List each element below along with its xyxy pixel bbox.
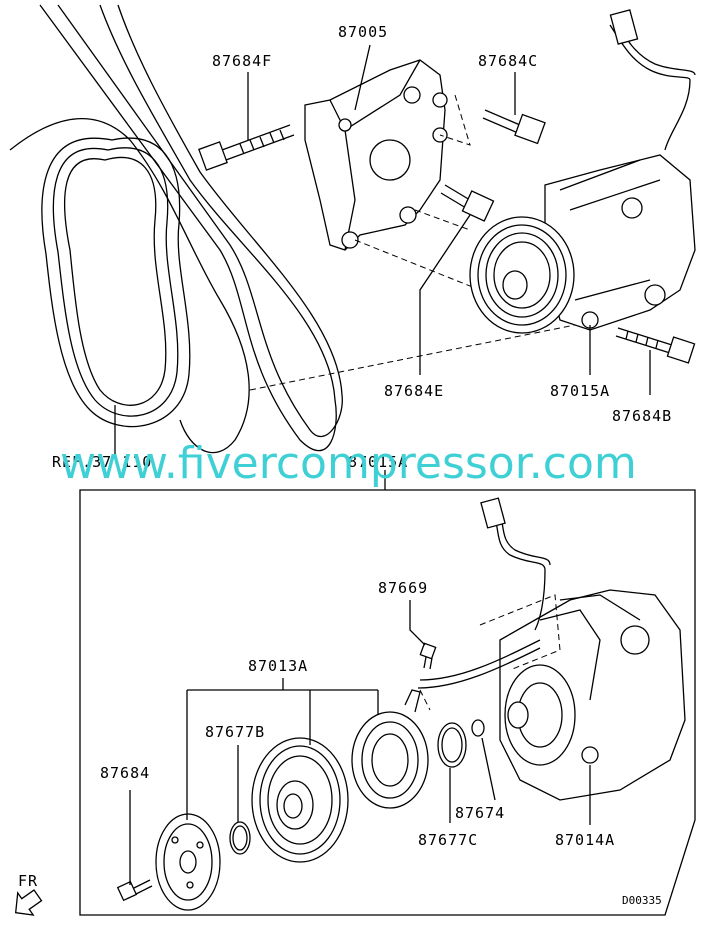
watermark: www.fivercompressor.com	[60, 438, 637, 489]
upper-leader-lines	[114, 44, 651, 455]
assembly-box	[79, 470, 696, 916]
label-compressor: 87014A	[555, 831, 615, 849]
label-front: FR	[18, 872, 38, 890]
label-bolt-e: 87684E	[384, 382, 444, 400]
compressor-lower	[417, 497, 686, 801]
label-drawing-id: D00335	[622, 894, 662, 907]
label-snap-ring-c: 87677C	[418, 831, 478, 849]
lower-assembly-guides	[419, 594, 561, 711]
bolt-87684F	[198, 124, 295, 171]
front-arrow-icon	[14, 889, 43, 916]
compressor-bracket	[304, 59, 448, 251]
shim-87674	[471, 719, 485, 737]
label-screw: 87669	[378, 579, 428, 597]
upper-assembly-guides	[249, 94, 601, 391]
clutch-armature-plate	[155, 813, 221, 911]
label-ref: REF.37 110	[52, 453, 152, 471]
label-bolt: 87684	[100, 764, 150, 782]
label-bracket: 87005	[338, 23, 388, 41]
bolt-87684C	[482, 109, 546, 145]
drive-belt-long	[9, 4, 343, 454]
compressor-upper	[469, 9, 696, 334]
label-shim: 87674	[455, 804, 505, 822]
label-compressor-assy: 87015A	[550, 382, 610, 400]
clutch-pulley	[251, 737, 349, 863]
drive-belt-loop	[41, 137, 191, 428]
field-coil	[351, 689, 429, 809]
label-assembly-top: 87015A	[348, 453, 408, 471]
bolt-87684B	[615, 327, 696, 364]
label-snap-ring-b: 87677B	[205, 723, 265, 741]
label-bolt-f: 87684F	[212, 52, 272, 70]
snap-ring-87677C	[437, 722, 467, 768]
bolt-87684	[116, 879, 153, 902]
label-bolt-b: 87684B	[612, 407, 672, 425]
screw-87669	[419, 642, 437, 670]
label-clutch-set: 87013A	[248, 657, 308, 675]
bolt-87684E	[440, 184, 495, 222]
label-bolt-c: 87684C	[478, 52, 538, 70]
lower-leader-lines	[129, 600, 591, 885]
snap-ring-87677B	[229, 821, 251, 855]
